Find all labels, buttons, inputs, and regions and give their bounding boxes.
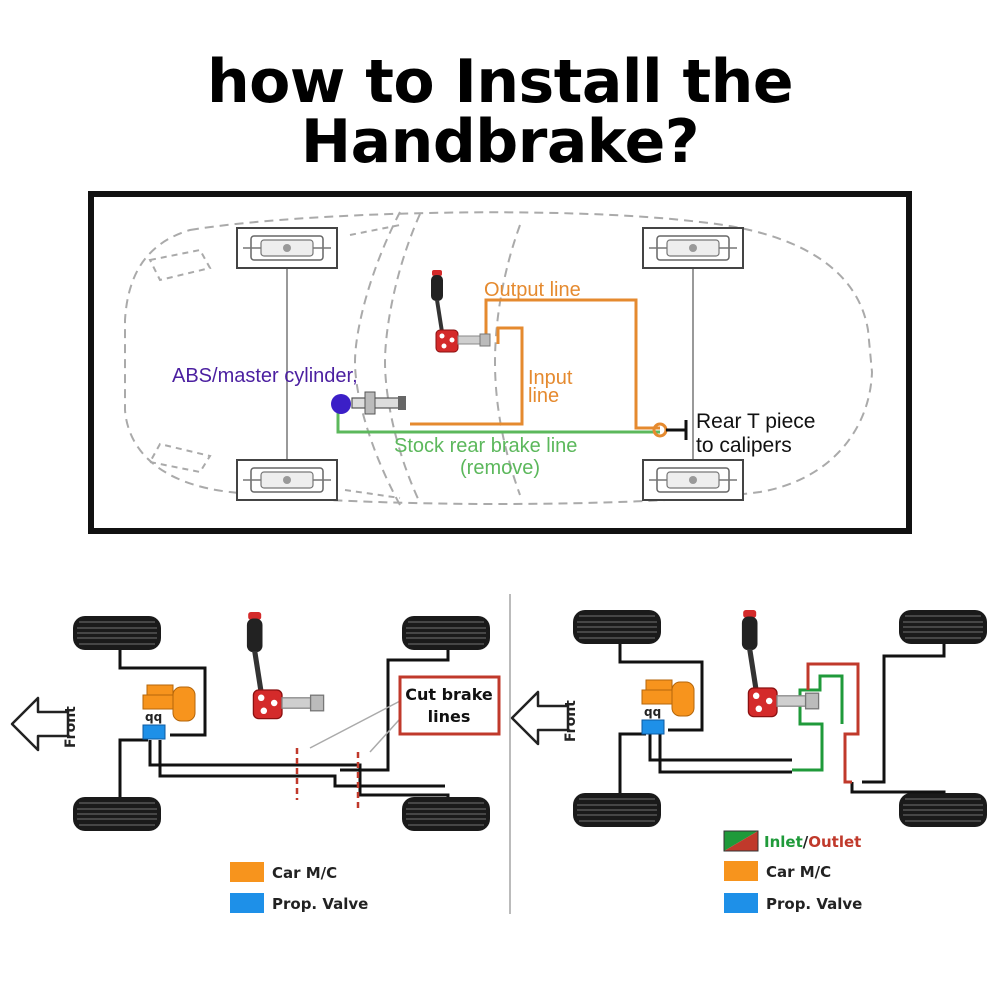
rear-t-label-1: Rear T piece — [696, 410, 815, 433]
rear-bottom-tire — [401, 796, 491, 832]
front-top-tire — [572, 609, 662, 645]
car-top-diagram: ABS/master cylinder, Output line Input l… — [88, 191, 912, 534]
legend-swatch-prop-valve — [230, 893, 264, 913]
rear-right-wheel — [642, 459, 744, 501]
inlet-line — [792, 674, 844, 772]
rear-top-tire — [401, 615, 491, 651]
diagram-frame — [88, 191, 912, 534]
front-label: Front — [63, 706, 79, 748]
rear-left-wheel — [642, 227, 744, 269]
front-arrow-icon — [510, 690, 570, 746]
legend-label-prop-valve: Prop. Valve — [766, 895, 862, 913]
car-master-cylinder-icon — [641, 679, 695, 735]
cut-label-1: Cut brake — [405, 685, 493, 704]
front-bottom-tire — [72, 796, 162, 832]
legend-label-prop-valve: Prop. Valve — [272, 895, 368, 913]
cut-brake-lines-box — [398, 675, 501, 736]
front-arrow-icon — [10, 696, 70, 752]
cut-label-2: lines — [428, 707, 471, 726]
front-label: Front — [563, 700, 579, 742]
input-line-label-2: line — [528, 385, 559, 407]
front-bottom-tire — [572, 792, 662, 828]
output-line-label: Output line — [484, 279, 581, 301]
legend-label-car-mc: Car M/C — [272, 864, 337, 882]
rear-t-label-2: to calipers — [696, 434, 792, 457]
legend-swatch-prop-valve — [724, 893, 758, 913]
front-left-wheel — [236, 227, 338, 269]
legend-swatch-inlet-outlet — [723, 830, 759, 852]
rear-top-tire — [898, 609, 988, 645]
bottom-right-diagram: Front Inlet/Outlet Car M/C Prop. Valve — [510, 609, 988, 913]
output-line — [484, 298, 660, 430]
legend-label-inlet-outlet: Inlet/Outlet — [764, 833, 861, 851]
stock-rear-brake-line — [336, 410, 660, 434]
rear-bottom-tire — [898, 792, 988, 828]
legend-swatch-car-mc — [230, 862, 264, 882]
input-line-label-1: Input — [528, 367, 573, 389]
legend-label-car-mc: Car M/C — [766, 863, 831, 881]
page-title: how to Install the Handbrake? — [206, 47, 794, 177]
handbrake-icon — [246, 611, 325, 720]
legend-swatch-car-mc — [724, 861, 758, 881]
abs-label: ABS/master cylinder, — [172, 365, 358, 387]
input-line — [410, 326, 524, 426]
front-right-wheel — [236, 459, 338, 501]
car-master-cylinder-icon — [142, 684, 196, 740]
abs-master-cylinder-icon — [331, 394, 351, 414]
outlet-line — [806, 662, 860, 784]
front-top-tire — [72, 615, 162, 651]
bottom-left-diagram: Front Cut brake lines Car M/C Prop. Valv… — [10, 611, 501, 913]
stock-line-label-2: (remove) — [460, 457, 540, 479]
stock-line-label-1: Stock rear brake line — [394, 435, 577, 457]
